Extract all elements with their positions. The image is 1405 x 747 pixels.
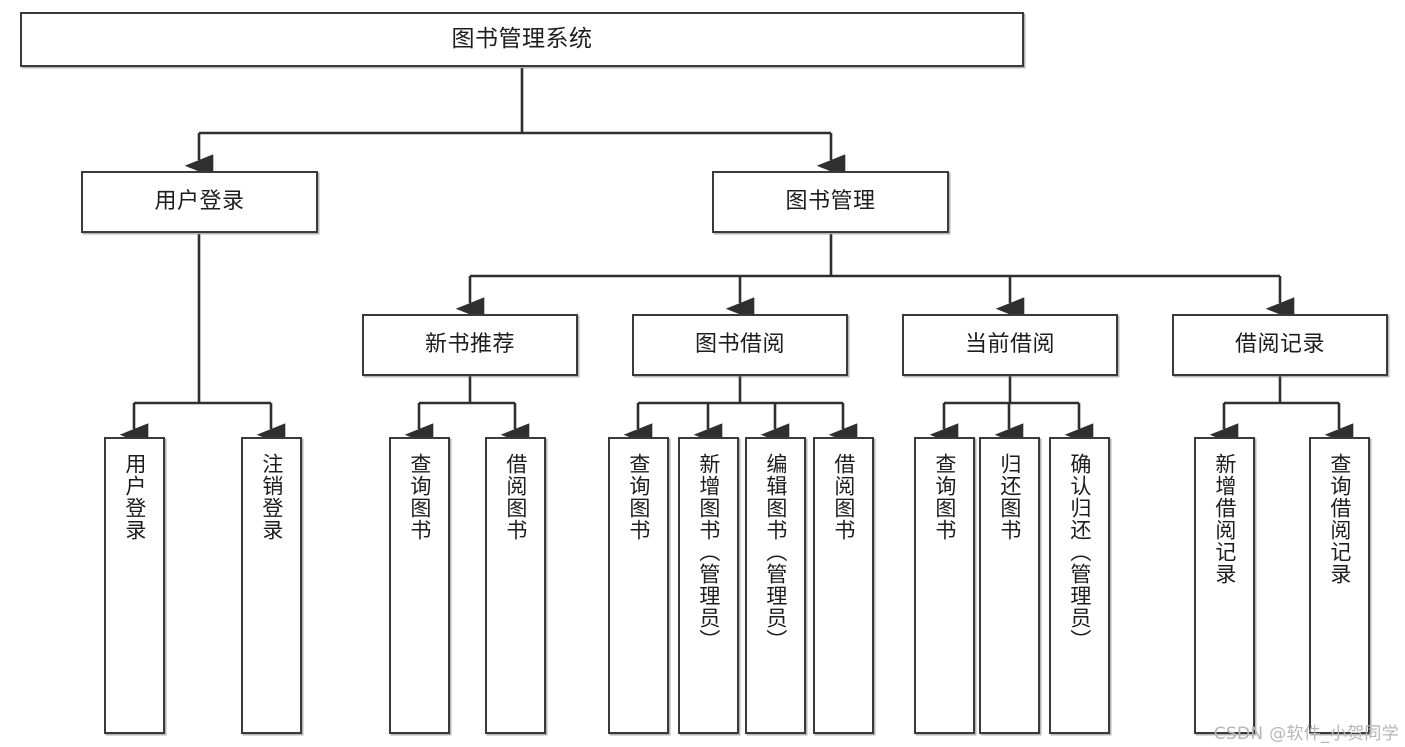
node-borrow-record-label: 借阅记录	[1234, 331, 1325, 357]
node-leaf-user-login[interactable]: 用户登录	[104, 437, 165, 734]
node-leaf-query-book-1[interactable]: 查询图书	[389, 437, 450, 734]
node-leaf-confirm-return[interactable]: 确认归还（管理员）	[1049, 437, 1110, 734]
node-leaf-query-record[interactable]: 查询借阅记录	[1309, 437, 1370, 734]
node-root-label: 图书管理系统	[451, 25, 593, 52]
node-leaf-query-book-3-label: 查询图书	[932, 453, 957, 541]
node-book-manage-label: 图书管理	[785, 188, 876, 214]
node-book-borrow[interactable]: 图书借阅	[632, 314, 848, 376]
node-leaf-borrow-book-1-label: 借阅图书	[503, 453, 528, 541]
node-current-borrow[interactable]: 当前借阅	[902, 314, 1118, 376]
node-leaf-return-book-label: 归还图书	[997, 453, 1022, 541]
node-leaf-logout-login-label: 注销登录	[259, 453, 284, 541]
node-leaf-add-record-label: 新增借阅记录	[1212, 453, 1237, 585]
node-leaf-query-record-label: 查询借阅记录	[1327, 453, 1352, 585]
node-leaf-query-book-1-label: 查询图书	[407, 453, 432, 541]
node-leaf-logout-login[interactable]: 注销登录	[241, 437, 302, 734]
node-leaf-query-book-2[interactable]: 查询图书	[608, 437, 669, 734]
node-leaf-query-book-3[interactable]: 查询图书	[914, 437, 975, 734]
node-leaf-return-book[interactable]: 归还图书	[979, 437, 1040, 734]
node-leaf-add-record[interactable]: 新增借阅记录	[1194, 437, 1255, 734]
node-leaf-add-book[interactable]: 新增图书（管理员）	[678, 437, 739, 734]
node-user-login[interactable]: 用户登录	[81, 171, 318, 233]
node-new-book-rec-label: 新书推荐	[424, 331, 515, 357]
node-user-login-label: 用户登录	[154, 188, 245, 214]
node-leaf-borrow-book-1[interactable]: 借阅图书	[485, 437, 546, 734]
node-book-borrow-label: 图书借阅	[694, 331, 785, 357]
node-leaf-user-login-label: 用户登录	[122, 453, 147, 541]
node-leaf-borrow-book-2-label: 借阅图书	[831, 453, 856, 541]
csdn-watermark: CSDN @软件_小贺同学	[1213, 724, 1399, 744]
node-root[interactable]: 图书管理系统	[20, 12, 1024, 67]
node-leaf-add-book-label: 新增图书（管理员）	[696, 453, 721, 651]
node-book-manage[interactable]: 图书管理	[712, 171, 949, 233]
node-new-book-rec[interactable]: 新书推荐	[362, 314, 578, 376]
node-leaf-edit-book-label: 编辑图书（管理员）	[763, 453, 788, 651]
node-borrow-record[interactable]: 借阅记录	[1172, 314, 1388, 376]
node-leaf-edit-book[interactable]: 编辑图书（管理员）	[745, 437, 806, 734]
node-current-borrow-label: 当前借阅	[964, 331, 1055, 357]
node-leaf-query-book-2-label: 查询图书	[626, 453, 651, 541]
node-leaf-borrow-book-2[interactable]: 借阅图书	[813, 437, 874, 734]
node-leaf-confirm-return-label: 确认归还（管理员）	[1067, 453, 1092, 651]
